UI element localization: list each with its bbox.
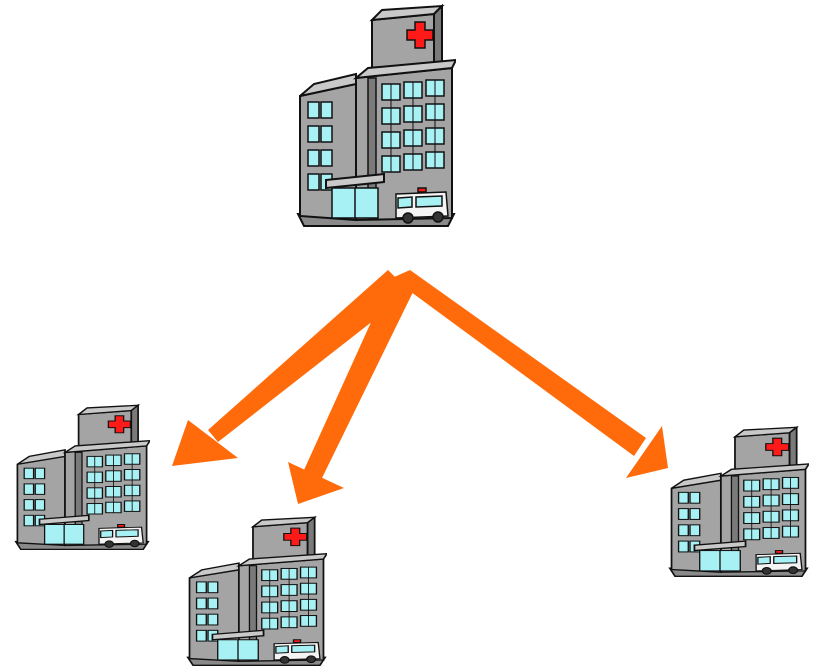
- hospital-building-icon: [296, 4, 456, 230]
- main-hospital-icon: [296, 4, 456, 230]
- hospital-building-icon: [668, 426, 809, 579]
- branch-hospital-right-icon: [668, 426, 809, 579]
- branch-hospital-left-icon: [14, 404, 150, 552]
- hospital-building-icon: [14, 404, 150, 552]
- arrow-to-left-branch: [172, 270, 410, 466]
- branch-hospital-middle-icon: [186, 516, 327, 668]
- arrow-to-right-branch: [392, 270, 668, 478]
- hospital-building-icon: [186, 516, 327, 668]
- arrow-to-middle-branch: [288, 276, 414, 504]
